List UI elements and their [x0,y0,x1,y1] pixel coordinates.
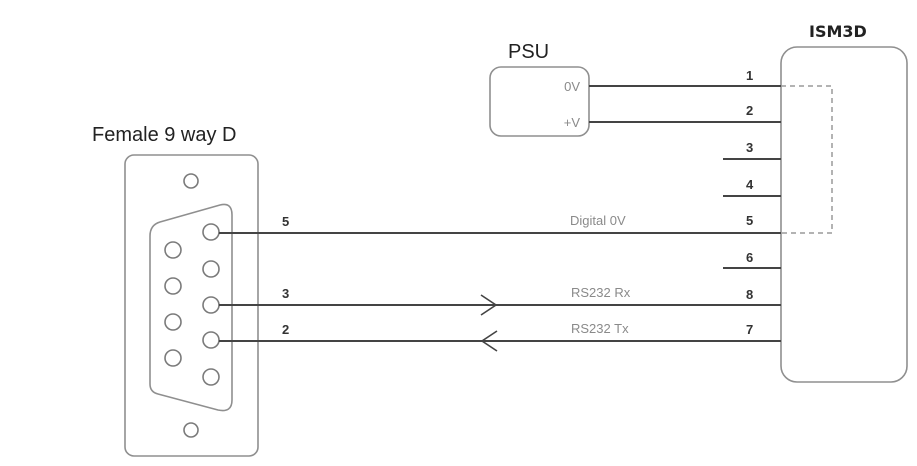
device-pin-1-label: 1 [746,68,753,83]
device-pin-7-label: 7 [746,322,753,337]
connector-title: Female 9 way D [92,124,237,146]
device-box [780,46,908,383]
device-title: ISM3D [809,22,867,41]
d-wire-label-3: 3 [282,286,289,301]
signal-label-rs232-tx: RS232 Tx [571,321,629,336]
d-pin-4 [202,260,220,278]
signal-label-rs232-rx: RS232 Rx [571,285,631,300]
arrow-right-icon [480,294,498,316]
d-pin-7 [164,313,182,331]
psu-terminal-0v: 0V [564,79,580,94]
device-pin-4-label: 4 [746,177,754,192]
internal-link-dashed [781,85,833,234]
d-pin-5 [202,223,220,241]
mounting-hole-top [183,173,199,189]
d-pin-8 [164,277,182,295]
device-pin-6-label: 6 [746,250,753,265]
d-shell [149,203,233,412]
d-pin-3 [202,296,220,314]
device-pin-5-label: 5 [746,213,753,228]
signal-label-digital-0v: Digital 0V [570,213,626,228]
d-pin-9 [164,241,182,259]
device-pin-3-label: 3 [746,140,753,155]
d-wire-label-2: 2 [282,322,289,337]
arrow-left-icon [480,330,498,352]
mounting-hole-bottom [183,422,199,438]
d-pin-1 [202,368,220,386]
psu-title: PSU [508,41,549,63]
psu-terminal-plusv: +V [564,115,581,130]
device-pin-2-label: 2 [746,103,753,118]
d-wire-label-5: 5 [282,214,289,229]
device-pin-8-label: 8 [746,287,753,302]
psu-box [489,66,590,137]
d-pin-6 [164,349,182,367]
d-pin-2 [202,331,220,349]
